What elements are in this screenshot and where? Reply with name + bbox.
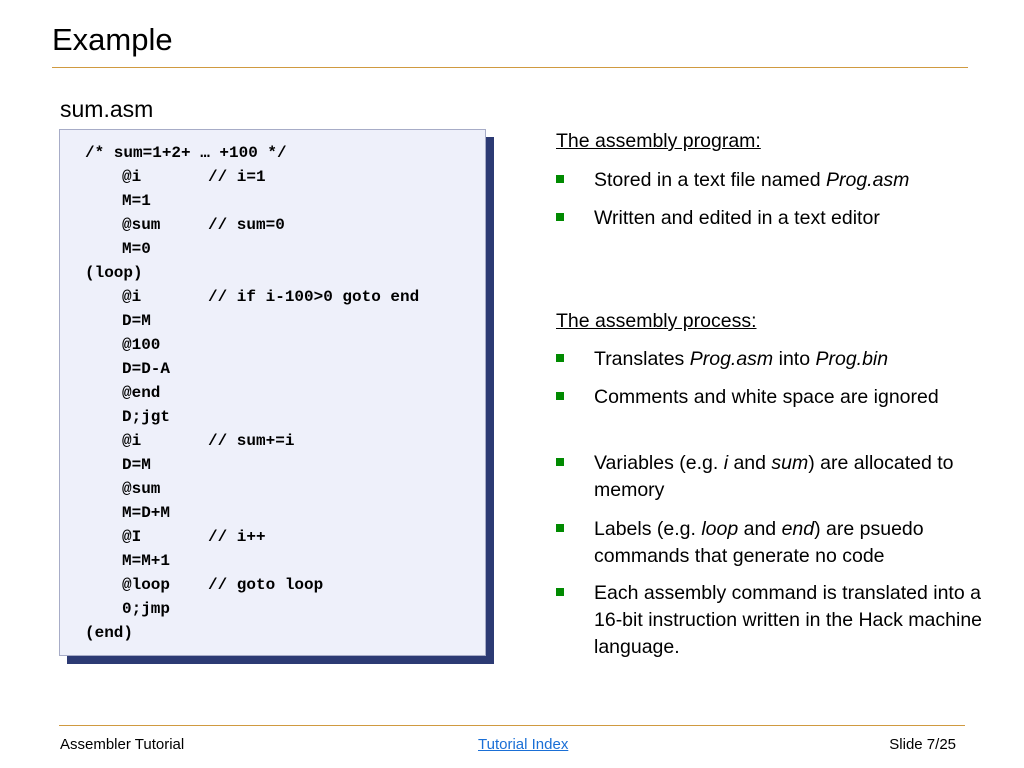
bullet-text-part: Prog.bin (815, 348, 889, 370)
code-line: /* sum=1+2+ … +100 */ (85, 141, 287, 165)
code-instruction: D=D-A (122, 360, 171, 378)
bullet-text: Each assembly command is translated into… (594, 580, 994, 661)
code-instruction: D=M (122, 312, 151, 330)
code-line: M=M+1 (85, 549, 170, 573)
bullet-text-part: Comments and white space are ignored (594, 386, 939, 408)
code-line: D;jgt (85, 405, 170, 429)
code-line: @I // i++ (85, 525, 266, 549)
footer-divider (59, 725, 965, 726)
bullet-square-icon (556, 458, 564, 466)
code-line: (end) (85, 621, 133, 645)
bullet-text-part: loop (701, 518, 739, 540)
code-instruction: 0;jmp (122, 600, 171, 618)
code-instruction: @loop (122, 576, 171, 594)
bullet-text-part: and (738, 518, 782, 540)
code-instruction: @100 (122, 336, 161, 354)
bullet-text-part: Prog.asm (689, 348, 774, 370)
slide-number: Slide 7/25 (889, 736, 956, 753)
bullet-text: Written and edited in a text editor (594, 205, 994, 232)
code-instruction: D=M (122, 456, 151, 474)
bullet-text-part: Variables (e.g. (594, 452, 724, 474)
code-instruction: /* sum=1+2+ … +100 */ (85, 144, 287, 162)
code-line: (loop) (85, 261, 143, 285)
process-heading: The assembly process: (556, 310, 757, 332)
code-instruction: M=1 (122, 192, 151, 210)
code-instruction: @i (122, 288, 142, 306)
code-line: @end (85, 381, 160, 405)
tutorial-index-link[interactable]: Tutorial Index (478, 736, 569, 753)
code-instruction: D;jgt (122, 408, 171, 426)
code-line: @100 (85, 333, 160, 357)
bullet-text-part: Written and edited in a text editor (594, 207, 880, 229)
code-instruction: (end) (85, 624, 134, 642)
code-line: @sum (85, 477, 160, 501)
code-comment: // sum=0 (208, 216, 285, 234)
bullet-text-part: end (781, 518, 815, 540)
code-instruction: @i (122, 432, 142, 450)
code-comment: // i=1 (208, 168, 266, 186)
bullet-text-part: Each assembly command is translated into… (594, 582, 983, 658)
bullet-text: Translates Prog.asm into Prog.bin (594, 346, 994, 373)
code-instruction: M=0 (122, 240, 151, 258)
bullet-text-part: Prog.asm (825, 169, 910, 191)
bullet-text: Stored in a text file named Prog.asm (594, 167, 994, 194)
bullet-text-part: into (773, 348, 816, 370)
bullet-text: Comments and white space are ignored (594, 384, 994, 411)
bullet-text-part: Labels (e.g. (594, 518, 702, 540)
code-line: D=D-A (85, 357, 170, 381)
code-instruction: (loop) (85, 264, 143, 282)
bullet-text-part: i (723, 452, 729, 474)
code-instruction: @sum (122, 216, 161, 234)
bullet-square-icon (556, 524, 564, 532)
code-line: D=M (85, 453, 151, 477)
code-line: 0;jmp (85, 597, 170, 621)
bullet-square-icon (556, 392, 564, 400)
code-line: @loop // goto loop (85, 573, 323, 597)
code-line: @i // sum+=i (85, 429, 294, 453)
slide-title: Example (52, 22, 173, 57)
bullet-text-part: and (728, 452, 772, 474)
code-comment: // if i-100>0 goto end (208, 288, 420, 306)
code-line: D=M (85, 309, 151, 333)
bullet-square-icon (556, 588, 564, 596)
code-instruction: M=M+1 (122, 552, 171, 570)
bullet-text-part: Stored in a text file named (594, 169, 826, 191)
bullet-text-part: Translates (594, 348, 690, 370)
bullet-text-part: ) are allocated to memory (594, 452, 954, 501)
code-filename: sum.asm (60, 96, 154, 122)
code-line: @i // i=1 (85, 165, 266, 189)
bullet-text: Labels (e.g. loop and end) are psuedo co… (594, 516, 994, 570)
code-comment: // i++ (208, 528, 266, 546)
code-instruction: @end (122, 384, 161, 402)
code-instruction: @i (122, 168, 142, 186)
bullet-square-icon (556, 354, 564, 362)
bullet-square-icon (556, 213, 564, 221)
code-comment: // goto loop (208, 576, 324, 594)
code-instruction: @sum (122, 480, 161, 498)
bullet-square-icon (556, 175, 564, 183)
bullet-text-part: ) are psuedo commands that generate no c… (594, 518, 924, 567)
code-line: @i // if i-100>0 goto end (85, 285, 419, 309)
code-line: M=1 (85, 189, 151, 213)
bullet-text-part: sum (771, 452, 809, 474)
footer-course-title: Assembler Tutorial (60, 736, 185, 753)
program-heading: The assembly program: (556, 130, 761, 152)
code-line: M=D+M (85, 501, 170, 525)
code-line: @sum // sum=0 (85, 213, 285, 237)
code-comment: // sum+=i (208, 432, 295, 450)
code-line: M=0 (85, 237, 151, 261)
code-instruction: @I (122, 528, 142, 546)
title-divider (52, 67, 968, 68)
code-instruction: M=D+M (122, 504, 171, 522)
bullet-text: Variables (e.g. i and sum) are allocated… (594, 450, 994, 504)
